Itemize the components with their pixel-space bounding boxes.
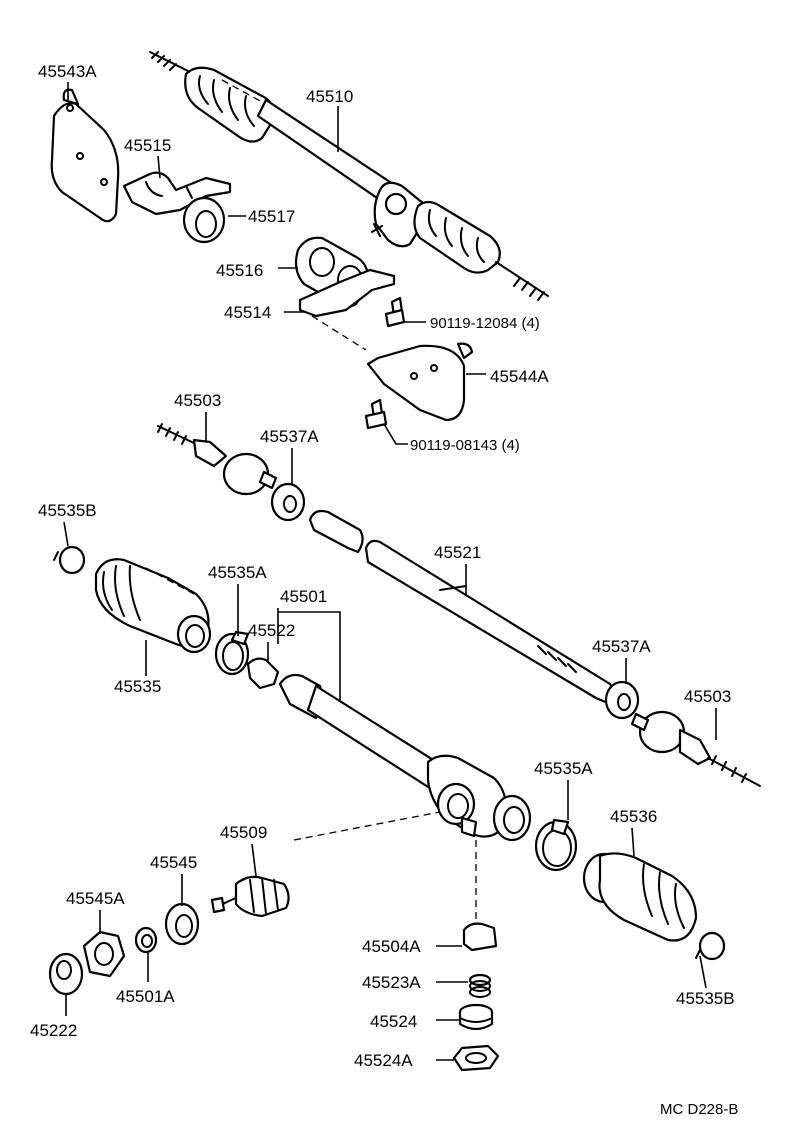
footer-code: MC D228-B (660, 1101, 738, 1118)
assembly-dash-lines (145, 315, 477, 924)
label-bolt-90119-12084: 90119-12084 (4) (430, 315, 540, 332)
label-45536: 45536 (610, 807, 657, 826)
cap-45222 (48, 952, 84, 996)
label-45514: 45514 (224, 303, 271, 322)
dust-cover-45537A-left (270, 482, 306, 522)
rack-assembly-45510 (149, 51, 549, 301)
label-45523A: 45523A (362, 973, 421, 992)
label-45501: 45501 (280, 587, 327, 606)
dust-cover-45537A-right (604, 680, 640, 720)
label-45222: 45222 (30, 1021, 77, 1040)
guide-45504A (462, 922, 498, 952)
label-45535B-left: 45535B (38, 501, 97, 520)
tie-rod-end-45503-left (157, 423, 278, 496)
label-bolt-90119-08143: 90119-08143 (4) (410, 437, 520, 454)
lock-nut-45524A (452, 1044, 500, 1072)
bolt-90119-08143 (364, 398, 388, 430)
pinion-45509 (210, 875, 290, 918)
label-45504A: 45504A (362, 937, 421, 956)
label-45545A: 45545A (66, 889, 125, 908)
label-45524: 45524 (370, 1012, 417, 1031)
housing-45501 (278, 673, 532, 842)
label-45544A: 45544A (490, 367, 549, 386)
ring-45535B-left (53, 545, 86, 575)
label-45516: 45516 (216, 261, 263, 280)
label-45522: 45522 (248, 621, 295, 640)
bushing-45517 (182, 196, 226, 244)
label-45535: 45535 (114, 677, 161, 696)
part-labels: 45543A 45510 45515 45517 45516 45514 901… (30, 62, 738, 1118)
label-45510: 45510 (306, 87, 353, 106)
bracket-45544A (366, 342, 474, 422)
label-45537A-left: 45537A (260, 427, 319, 446)
label-45509: 45509 (220, 823, 267, 842)
label-45501A: 45501A (116, 987, 175, 1006)
bearing-45501A (134, 926, 158, 954)
label-45524A: 45524A (354, 1051, 413, 1070)
label-45545: 45545 (150, 853, 197, 872)
label-45537A-right: 45537A (592, 637, 651, 656)
bolt-90119-12084 (384, 296, 406, 328)
bushing-45522 (246, 657, 280, 690)
tie-rod-end-45503-right (630, 710, 761, 787)
cap-45524 (458, 1003, 494, 1031)
label-45535A-right: 45535A (534, 759, 593, 778)
bracket-45543A (50, 88, 120, 223)
label-45503-right: 45503 (684, 687, 731, 706)
label-45521: 45521 (434, 543, 481, 562)
label-45543A: 45543A (38, 62, 97, 81)
label-45503-left: 45503 (174, 391, 221, 410)
spring-45523A (468, 973, 492, 998)
label-45535B-right: 45535B (676, 989, 735, 1008)
clamp-45514 (298, 268, 396, 318)
clamp-45535A-right (534, 818, 578, 872)
ring-45535B-right (695, 931, 726, 961)
clamp-45535A-left (214, 630, 250, 676)
label-45515: 45515 (124, 136, 171, 155)
nut-45545A (82, 930, 126, 978)
leader-lines (63, 82, 717, 1061)
label-45517: 45517 (248, 207, 295, 226)
seal-45545 (164, 902, 200, 946)
label-45535A-left: 45535A (208, 563, 267, 582)
boot-45535 (94, 558, 212, 654)
boot-45536 (582, 852, 698, 942)
rack-45521 (308, 509, 616, 706)
